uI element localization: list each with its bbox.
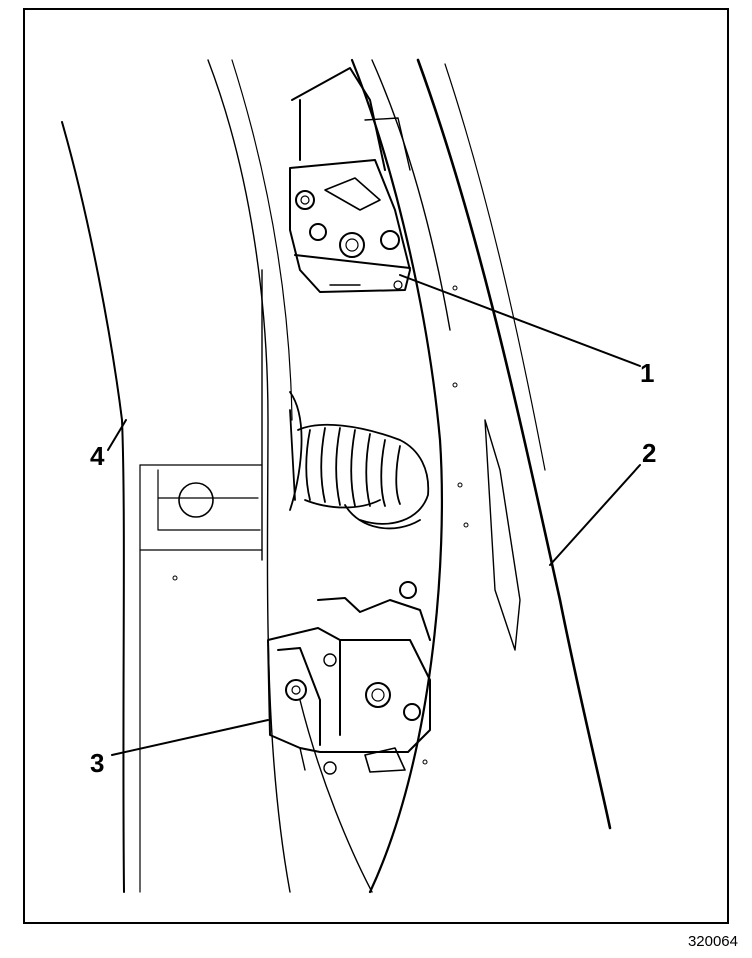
body-pillar — [61, 121, 263, 893]
wiring-harness-boot — [289, 391, 430, 530]
callout-4: 4 — [90, 441, 105, 471]
figure-id: 320064 — [687, 933, 738, 950]
upper-hinge — [289, 67, 411, 293]
door-panel — [207, 58, 612, 894]
lower-hinge — [267, 581, 431, 775]
leader-lines — [107, 274, 641, 756]
callout-2: 2 — [642, 438, 657, 468]
callout-3: 3 — [90, 748, 105, 778]
callout-1: 1 — [640, 358, 655, 388]
